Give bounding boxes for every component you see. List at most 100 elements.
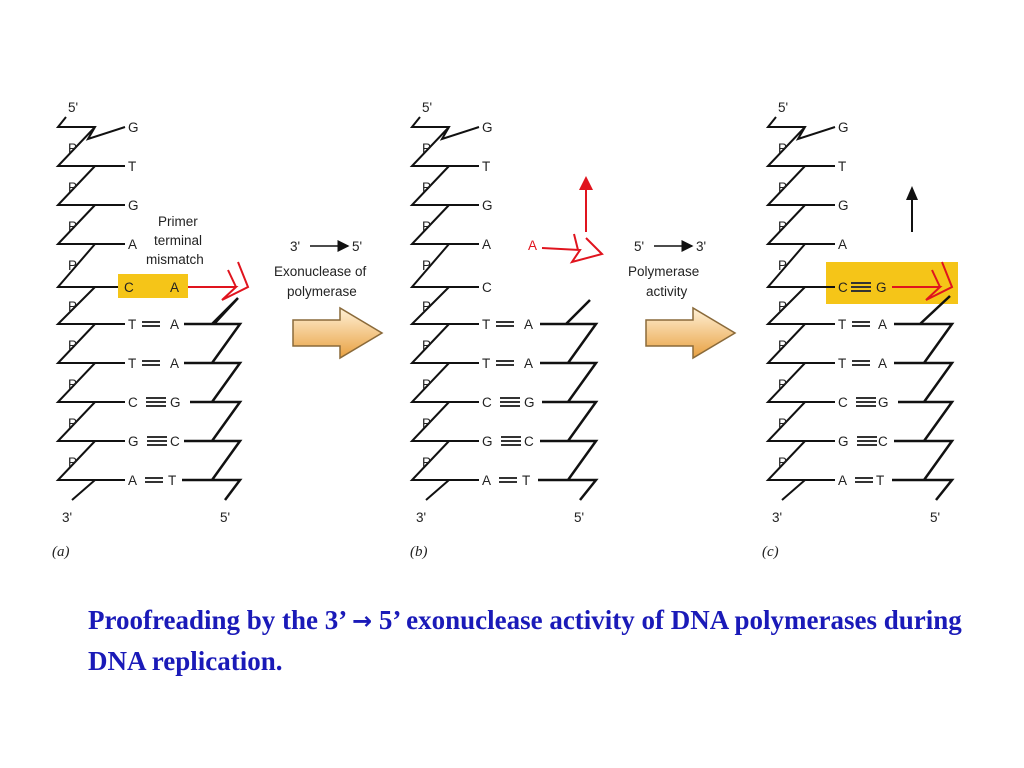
svg-text:P: P	[68, 416, 77, 431]
template-bases: G T G A C T T C G A	[482, 120, 493, 488]
svg-text:T: T	[838, 159, 846, 174]
svg-text:T: T	[522, 473, 530, 488]
base-pair-dots	[496, 321, 521, 483]
svg-text:C: C	[128, 395, 138, 410]
base-pair-dots	[851, 282, 877, 483]
panel-label: (b)	[410, 544, 428, 560]
svg-text:G: G	[482, 198, 493, 213]
template-bases: G T G A C T T C G A	[124, 120, 139, 488]
caption-part2: 5’ exonuclease activity of DNA polymeras…	[88, 605, 962, 676]
process-arrow	[292, 306, 384, 360]
svg-text:P: P	[68, 219, 77, 234]
svg-text:P: P	[422, 299, 431, 314]
svg-text:P: P	[422, 258, 431, 273]
svg-text:mismatch: mismatch	[146, 252, 204, 267]
svg-text:G: G	[482, 120, 493, 135]
svg-text:A: A	[878, 356, 887, 371]
svg-text:P: P	[68, 258, 77, 273]
svg-text:P: P	[778, 219, 787, 234]
svg-text:A: A	[128, 237, 137, 252]
incorporated-nucleotide	[892, 261, 954, 301]
top-end-label: 5'	[422, 100, 432, 115]
svg-text:P: P	[422, 455, 431, 470]
primer-bases: G A A G C T	[876, 280, 889, 488]
panel-label: (c)	[762, 544, 779, 560]
svg-text:C: C	[482, 280, 492, 295]
svg-text:P: P	[68, 377, 77, 392]
svg-text:G: G	[128, 198, 139, 213]
svg-text:P: P	[422, 141, 431, 156]
primer-bases: A A A G C T	[168, 280, 181, 488]
svg-text:C: C	[170, 434, 180, 449]
bottom-left-end-label: 3'	[62, 510, 72, 525]
mismatch-nucleotide	[188, 261, 250, 301]
phosphate-labels: P P P P P P P P P	[422, 141, 431, 470]
primer-backbone	[182, 297, 243, 501]
panel-a: P P P P P P P P P G T G A C T T C G A A …	[52, 100, 250, 560]
svg-text:T: T	[128, 159, 136, 174]
released-nucleotide	[541, 233, 604, 264]
svg-text:C: C	[838, 395, 848, 410]
svg-text:G: G	[524, 395, 535, 410]
mismatch-highlight	[118, 274, 188, 298]
process-arrow	[645, 306, 737, 360]
svg-text:P: P	[778, 416, 787, 431]
caption-arrow-icon: →	[352, 607, 373, 635]
svg-text:P: P	[778, 455, 787, 470]
svg-text:T: T	[838, 317, 846, 332]
svg-text:T: T	[128, 356, 136, 371]
svg-text:3': 3'	[290, 239, 300, 254]
svg-text:P: P	[68, 338, 77, 353]
caption-part1: Proofreading by the 3’	[88, 605, 352, 635]
figure-caption: Proofreading by the 3’ → 5’ exonuclease …	[88, 600, 968, 681]
svg-text:terminal: terminal	[154, 233, 202, 248]
svg-text:G: G	[838, 120, 849, 135]
svg-text:C: C	[838, 280, 848, 295]
svg-text:T: T	[838, 356, 846, 371]
svg-text:P: P	[778, 338, 787, 353]
released-base-label: A	[528, 238, 537, 253]
bottom-right-end-label: 5'	[930, 510, 940, 525]
svg-text:T: T	[128, 317, 136, 332]
svg-text:A: A	[524, 356, 533, 371]
primer-bases: A A G C T	[522, 317, 535, 488]
svg-text:5': 5'	[352, 239, 362, 254]
svg-text:3': 3'	[696, 239, 706, 254]
svg-text:activity: activity	[646, 284, 688, 299]
svg-text:P: P	[778, 377, 787, 392]
bottom-right-end-label: 5'	[220, 510, 230, 525]
svg-text:Primer: Primer	[158, 214, 198, 229]
svg-text:A: A	[838, 473, 847, 488]
svg-text:G: G	[876, 280, 887, 295]
svg-text:T: T	[482, 356, 490, 371]
template-backbone	[765, 116, 836, 501]
svg-text:A: A	[170, 356, 179, 371]
svg-text:P: P	[422, 416, 431, 431]
svg-text:P: P	[422, 338, 431, 353]
svg-text:C: C	[524, 434, 534, 449]
svg-text:G: G	[170, 395, 181, 410]
svg-text:P: P	[68, 141, 77, 156]
panel-c: P P P P P P P P P G T G A C T T C G A G …	[762, 100, 958, 560]
mismatch-annotation: Primer terminal mismatch	[146, 214, 204, 267]
svg-text:P: P	[778, 180, 787, 195]
svg-text:T: T	[482, 317, 490, 332]
top-end-label: 5'	[778, 100, 788, 115]
svg-text:Exonuclease of: Exonuclease of	[274, 264, 367, 279]
primer-backbone	[538, 299, 599, 501]
svg-text:T: T	[168, 473, 176, 488]
svg-text:T: T	[876, 473, 884, 488]
svg-text:P: P	[778, 258, 787, 273]
svg-text:P: P	[778, 141, 787, 156]
svg-text:A: A	[524, 317, 533, 332]
corrected-highlight	[826, 262, 958, 304]
bottom-left-end-label: 3'	[416, 510, 426, 525]
svg-text:C: C	[878, 434, 888, 449]
svg-text:G: G	[878, 395, 889, 410]
svg-text:P: P	[778, 299, 787, 314]
svg-text:P: P	[68, 180, 77, 195]
template-bases: G T G A C T T C G A	[838, 120, 849, 488]
svg-text:G: G	[838, 434, 849, 449]
base-pair-dots	[142, 321, 167, 483]
svg-text:P: P	[422, 219, 431, 234]
